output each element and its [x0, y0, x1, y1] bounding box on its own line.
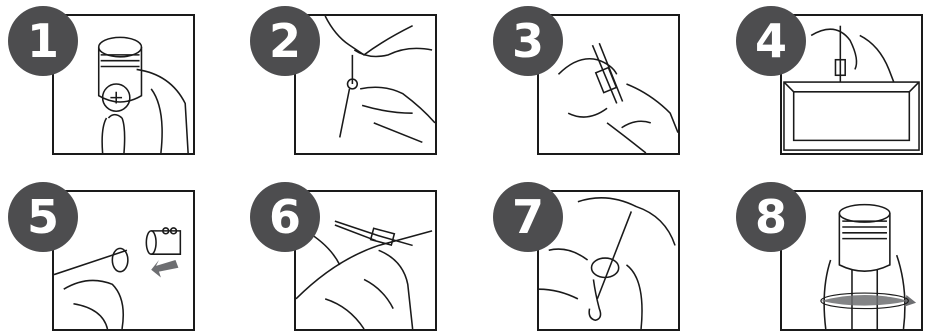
step-3-number: 3: [512, 18, 544, 64]
step-4-number: 4: [755, 18, 787, 64]
step-8-number: 8: [755, 194, 787, 240]
step-5-number: 5: [27, 194, 59, 240]
step-6-number-badge: 6: [250, 182, 320, 252]
step-2-number-badge: 2: [250, 6, 320, 76]
step-7-number-badge: 7: [493, 182, 563, 252]
step-1-number-badge: 1: [8, 6, 78, 76]
step-2-number: 2: [269, 18, 301, 64]
step-7-number: 7: [512, 194, 544, 240]
step-4-number-badge: 4: [736, 6, 806, 76]
step-6-number: 6: [269, 194, 301, 240]
step-3-number-badge: 3: [493, 6, 563, 76]
step-5-number-badge: 5: [8, 182, 78, 252]
step-1-number: 1: [27, 18, 59, 64]
step-8-number-badge: 8: [736, 182, 806, 252]
